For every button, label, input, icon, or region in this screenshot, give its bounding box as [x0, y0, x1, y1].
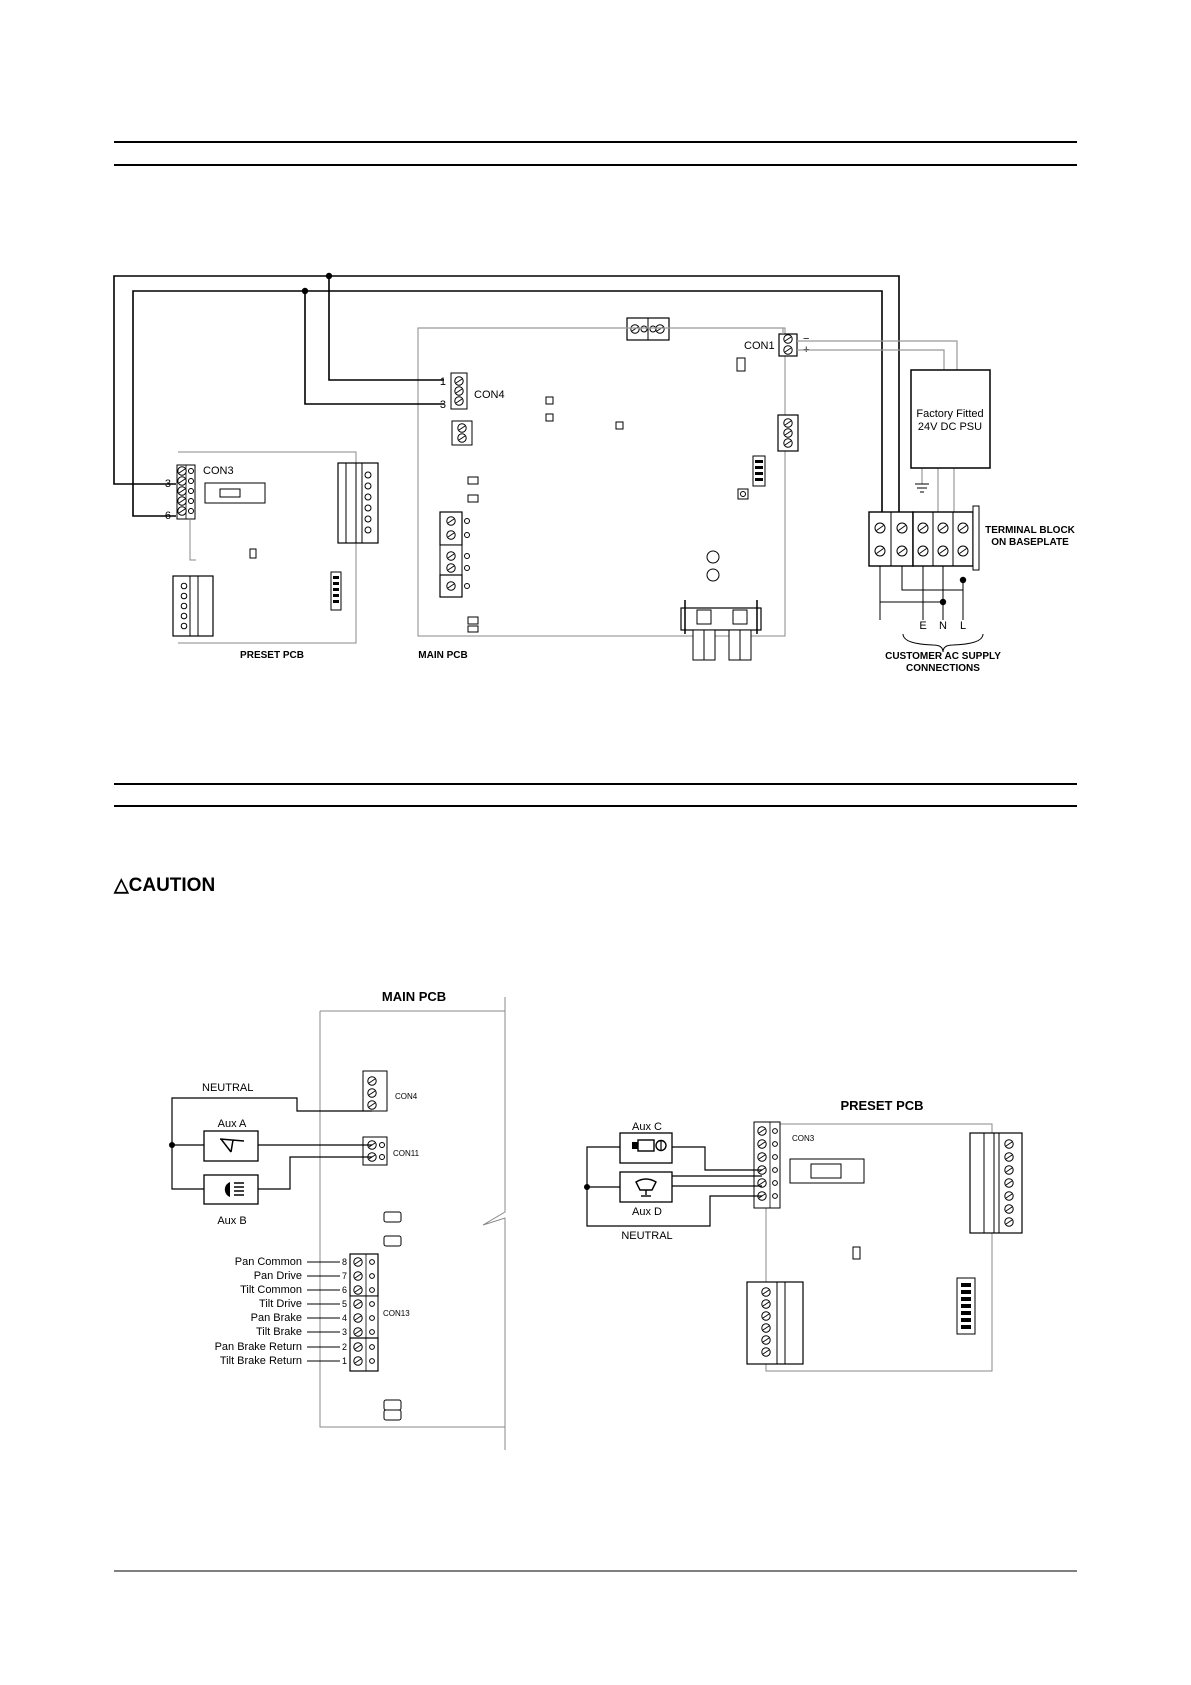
supply-e-label: E: [919, 620, 926, 632]
con13-label: CON13: [383, 1309, 410, 1318]
con4-pin-3-label: 3: [440, 399, 446, 411]
terminal-pin: 6: [342, 1285, 347, 1295]
terminal-block-label-line1: TERMINAL BLOCK: [985, 525, 1076, 536]
terminal-pin: 2: [342, 1342, 347, 1352]
terminal-pin: 8: [342, 1257, 347, 1267]
lower-con3-label: CON3: [792, 1134, 815, 1143]
header-rules-middle: [114, 783, 1077, 807]
terminal-pin: 4: [342, 1313, 347, 1323]
terminal-label: Pan Drive: [254, 1270, 302, 1282]
camera-icon: [632, 1139, 667, 1152]
psu-box: [910, 369, 991, 469]
preset-pcb-caption: PRESET PCB: [240, 650, 304, 661]
terminal-pin: 3: [342, 1327, 347, 1337]
con3-label: CON3: [203, 465, 234, 477]
preset-pcb-board: CON3 3 6 PRESET PCB: [165, 451, 379, 661]
psu-label-line2: 24V DC PSU: [918, 421, 982, 433]
supply-brace: [902, 633, 984, 653]
lamp-icon: [224, 1182, 244, 1197]
terminal-block-label-line2: ON BASEPLATE: [991, 537, 1069, 548]
terminal-label: Pan Brake Return: [215, 1341, 302, 1353]
terminal-label: Tilt Brake Return: [220, 1355, 302, 1367]
warning-triangle-icon: △: [114, 875, 129, 896]
terminal-block: TERMINAL BLOCK ON BASEPLATE: [868, 505, 1076, 571]
aux-a-label: Aux A: [218, 1118, 247, 1130]
con1-label: CON1: [744, 340, 775, 352]
break-line: [482, 997, 506, 1450]
aux-d-box: [619, 1171, 673, 1203]
main-pcb-caption: MAIN PCB: [418, 650, 467, 661]
terminal-pin: 7: [342, 1271, 347, 1281]
header-rules-top: [114, 141, 1077, 166]
caution-label: CAUTION: [128, 875, 216, 896]
lower-con11-label: CON11: [393, 1149, 420, 1158]
terminal-pin: 5: [342, 1299, 347, 1309]
terminal-label: Pan Brake: [251, 1312, 302, 1324]
neutral-label-right: NEUTRAL: [621, 1230, 672, 1242]
terminal-label: Tilt Common: [240, 1284, 302, 1296]
aux-b-label: Aux B: [217, 1215, 246, 1227]
con1-minus-label: −: [803, 333, 809, 345]
con13-connector: CON13: [349, 1253, 410, 1372]
aux-b-box: [203, 1174, 259, 1205]
lower-preset-pcb-title: PRESET PCB: [840, 1098, 923, 1113]
supply-label-line2: CONNECTIONS: [906, 663, 980, 674]
con13-terminal-labels: Pan Common 8 Pan Drive 7 Tilt Common 6 T…: [215, 1256, 347, 1367]
terminal-label: Tilt Brake: [256, 1326, 302, 1338]
aux-d-label: Aux D: [632, 1206, 662, 1218]
lower-preset-pcb: PRESET PCB CON3: [746, 1098, 1023, 1372]
con4-pin-1-label: 1: [440, 376, 446, 388]
wiper-icon: [219, 1138, 245, 1153]
psu-wiring: [418, 327, 958, 512]
terminal-pin: 1: [342, 1356, 347, 1366]
washer-icon: [635, 1178, 657, 1197]
con4-label: CON4: [474, 389, 505, 401]
lower-main-pcb-title: MAIN PCB: [382, 989, 446, 1004]
upper-wiring-diagram: CON3 3 6 PRESET PCB CON1 − + CON4 1 3: [113, 272, 1076, 674]
terminal-label: Pan Common: [235, 1256, 302, 1268]
aux-c-label: Aux C: [632, 1121, 662, 1133]
supply-wiring: [879, 566, 964, 620]
supply-l-label: L: [960, 620, 966, 632]
supply-n-label: N: [939, 620, 947, 632]
lower-wiring-diagram: MAIN PCB CON4 CON11 CON13: [169, 989, 1023, 1450]
lower-con4-label: CON4: [395, 1092, 418, 1101]
caution-heading: △CAUTION: [114, 874, 215, 897]
aux-ab-wiring: [171, 1097, 372, 1190]
supply-label-line1: CUSTOMER AC SUPPLY: [885, 651, 1001, 662]
main-pcb-board: CON1 − + CON4 1 3: [417, 317, 809, 661]
aux-a-box: [203, 1130, 259, 1162]
aux-cd-wiring: [586, 1146, 762, 1227]
psu-label-line1: Factory Fitted: [916, 408, 983, 420]
terminal-label: Tilt Drive: [259, 1298, 302, 1310]
control-wiring: [113, 275, 900, 521]
neutral-label-left: NEUTRAL: [202, 1082, 253, 1094]
